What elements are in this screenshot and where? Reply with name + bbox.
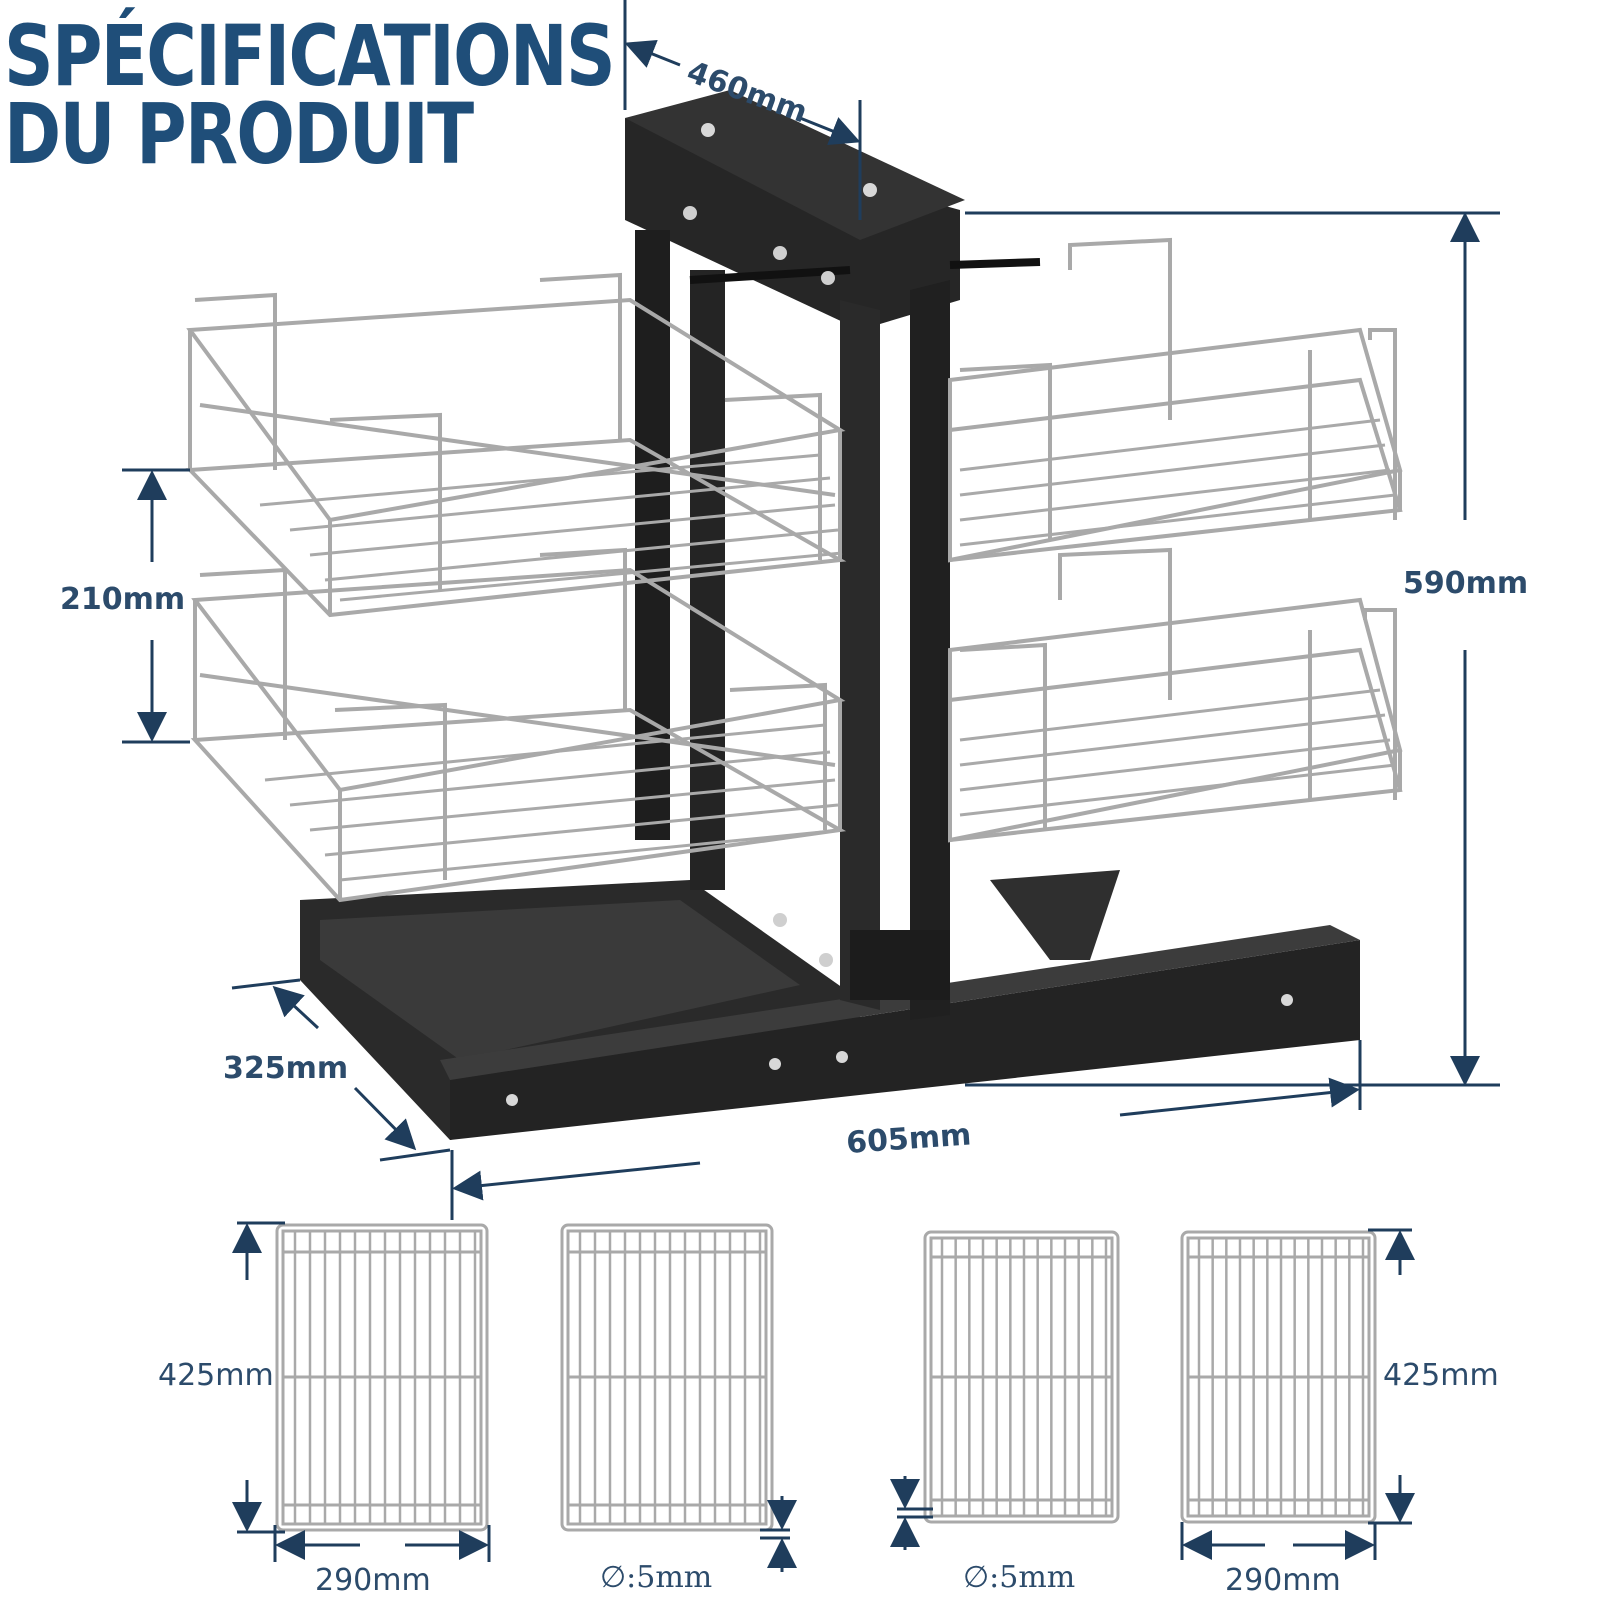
basket-lower-right-floor: [959, 688, 1396, 817]
basket-1-height-label: 425mm: [158, 1358, 274, 1393]
basket-lower-left: [190, 547, 847, 903]
flat-dimension-labels: 425mm 290mm ∅:5mm ∅:5mm 425mm 290mm: [158, 1358, 1499, 1598]
basket-3-wire-label: ∅:5mm: [963, 1560, 1075, 1595]
basket-upper-left-floor: [259, 453, 843, 602]
basket-upper-left: [185, 272, 847, 618]
basket-flat-views: [275, 1223, 1377, 1532]
dimension-605: 605mm: [845, 1117, 972, 1161]
basket-lower-left-floor: [264, 723, 843, 882]
dimension-210: 210mm: [60, 582, 185, 617]
basket-upper-right-floor: [959, 418, 1396, 547]
dimension-325: 325mm: [223, 1051, 348, 1086]
wire-baskets: [185, 237, 1403, 903]
basket-upper-right: [948, 237, 1403, 563]
flat-basket-4: [1180, 1230, 1377, 1524]
dimension-lines: [122, 0, 1500, 1220]
basket-2-wire-label: ∅:5mm: [600, 1560, 712, 1595]
flat-dimension-lines: [232, 1221, 1415, 1572]
dimension-590: 590mm: [1403, 566, 1528, 601]
flat-basket-3: [923, 1230, 1120, 1524]
basket-4-width-label: 290mm: [1225, 1563, 1341, 1598]
basket-1-width-label: 290mm: [315, 1563, 431, 1598]
base-frame: [300, 870, 1360, 1140]
title-line-1: SPÉCIFICATIONS: [4, 7, 616, 105]
flat-basket-2: [560, 1223, 774, 1532]
basket-4-height-label: 425mm: [1383, 1358, 1499, 1393]
flat-basket-1: [275, 1223, 489, 1532]
basket-lower-right: [948, 547, 1403, 843]
title-line-2: DU PRODUIT: [4, 85, 474, 183]
